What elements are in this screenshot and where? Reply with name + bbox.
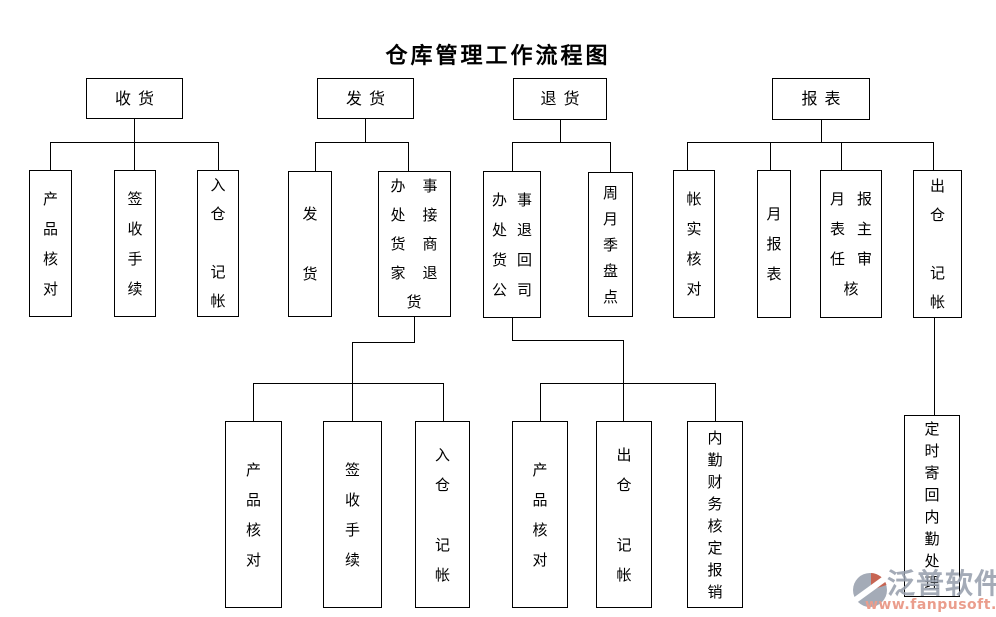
node-rep-mail-back: 定 时 寄 回 内 勤 处 理 bbox=[904, 415, 960, 597]
fanpu-logo-icon bbox=[851, 572, 889, 607]
connector-line bbox=[540, 383, 716, 384]
node-recv-product-check-label: 产 品 核 对 bbox=[42, 189, 58, 298]
connector-line bbox=[610, 142, 611, 172]
node-ship-warehouse-in-label: 入 仓 记 帐 bbox=[434, 445, 450, 584]
node-rep-warehouse-out: 出 仓 记 帐 bbox=[913, 170, 962, 318]
connector-line bbox=[253, 383, 254, 421]
connector-line bbox=[414, 317, 415, 342]
node-ship-dispatch-label: 发 货 bbox=[302, 205, 318, 283]
node-recv-sign-procedure: 签 收 手 续 bbox=[114, 170, 156, 317]
connector-line bbox=[134, 142, 135, 170]
connector-line bbox=[560, 120, 561, 142]
node-receiving: 收货 bbox=[86, 78, 183, 119]
node-shipping-label: 发货 bbox=[345, 88, 392, 108]
connector-line bbox=[715, 383, 716, 421]
node-rep-warehouse-out-label: 出 仓 记 帐 bbox=[929, 176, 945, 311]
node-ret-product-check-label: 产 品 核 对 bbox=[532, 460, 548, 569]
connector-line bbox=[512, 340, 624, 341]
node-ret-warehouse-out-label: 出 仓 记 帐 bbox=[616, 445, 632, 584]
node-returns: 退货 bbox=[513, 78, 607, 120]
connector-line bbox=[933, 142, 934, 170]
connector-line bbox=[134, 119, 135, 142]
connector-line bbox=[841, 142, 842, 170]
connector-line bbox=[352, 342, 415, 343]
node-rep-monthly: 月 报 表 bbox=[757, 170, 791, 318]
connector-line bbox=[315, 142, 409, 143]
connector-line bbox=[408, 142, 409, 171]
node-ret-inventory-label: 周 月 季 盘 点 bbox=[602, 183, 618, 306]
connector-line bbox=[623, 340, 624, 421]
node-ship-sign-procedure: 签 收 手 续 bbox=[323, 421, 382, 608]
fanpu-watermark: 泛普软件 www.fanpusoft.com bbox=[845, 558, 996, 617]
connector-line bbox=[934, 318, 935, 415]
node-receiving-label: 收货 bbox=[114, 88, 161, 108]
node-recv-warehouse-in: 入 仓 记 帐 bbox=[197, 170, 239, 317]
node-ship-product-check-label: 产 品 核 对 bbox=[245, 460, 261, 569]
connector-line bbox=[540, 383, 541, 421]
connector-line bbox=[821, 120, 822, 142]
connector-line bbox=[512, 318, 513, 340]
connector-line bbox=[365, 119, 366, 142]
node-ret-finance-audit-label: 内 勤 财 务 核 定 报 销 bbox=[707, 428, 723, 601]
node-rep-monthly-label: 月 报 表 bbox=[766, 205, 782, 283]
page-title: 仓库管理工作流程图 bbox=[385, 44, 611, 69]
node-recv-warehouse-in-label: 入 仓 记 帐 bbox=[210, 176, 226, 310]
connector-line bbox=[770, 142, 771, 170]
node-recv-product-check: 产 品 核 对 bbox=[29, 170, 72, 317]
node-ret-finance-audit: 内 勤 财 务 核 定 报 销 bbox=[687, 421, 743, 608]
connector-line bbox=[50, 142, 51, 170]
node-recv-sign-procedure-label: 签 收 手 续 bbox=[127, 189, 143, 298]
connector-line bbox=[512, 142, 513, 171]
node-shipping: 发货 bbox=[317, 78, 414, 119]
watermark-url-text: www.fanpusoft.com bbox=[865, 597, 996, 613]
node-ship-dispatch: 发 货 bbox=[288, 171, 332, 317]
node-ship-office-receive-label: 办事 处接 货商 家退 货 bbox=[390, 176, 455, 311]
node-ship-sign-procedure-label: 签 收 手 续 bbox=[344, 460, 360, 569]
node-ret-warehouse-out: 出 仓 记 帐 bbox=[596, 421, 652, 608]
connector-line bbox=[315, 142, 316, 171]
node-returns-label: 退货 bbox=[540, 89, 587, 108]
connector-line bbox=[443, 383, 444, 421]
node-reports: 报表 bbox=[772, 78, 870, 120]
node-rep-mail-back-label: 定 时 寄 回 内 勤 处 理 bbox=[924, 420, 940, 592]
connector-line bbox=[352, 342, 353, 421]
connector-line bbox=[687, 142, 934, 143]
node-ship-office-receive: 办事 处接 货商 家退 货 bbox=[378, 171, 451, 317]
node-ret-office-return-label: 办事 处退 货回 公司 bbox=[491, 190, 542, 299]
connector-line bbox=[253, 383, 444, 384]
node-rep-account-check-label: 帐 实 核 对 bbox=[686, 190, 702, 298]
node-rep-director-review: 月报 表主 任审 核 bbox=[820, 170, 882, 318]
node-ship-warehouse-in: 入 仓 记 帐 bbox=[415, 421, 470, 608]
connector-line bbox=[512, 142, 611, 143]
node-ret-inventory: 周 月 季 盘 点 bbox=[588, 172, 633, 317]
node-ship-product-check: 产 品 核 对 bbox=[225, 421, 282, 608]
node-ret-product-check: 产 品 核 对 bbox=[512, 421, 568, 608]
node-reports-label: 报表 bbox=[801, 89, 848, 108]
connector-line bbox=[687, 142, 688, 170]
watermark-brand-text: 泛普软件 bbox=[887, 567, 996, 600]
node-rep-account-check: 帐 实 核 对 bbox=[673, 170, 715, 318]
connector-line bbox=[218, 142, 219, 170]
node-ret-office-return: 办事 处退 货回 公司 bbox=[483, 171, 541, 318]
node-rep-director-review-label: 月报 表主 任审 核 bbox=[829, 190, 884, 298]
